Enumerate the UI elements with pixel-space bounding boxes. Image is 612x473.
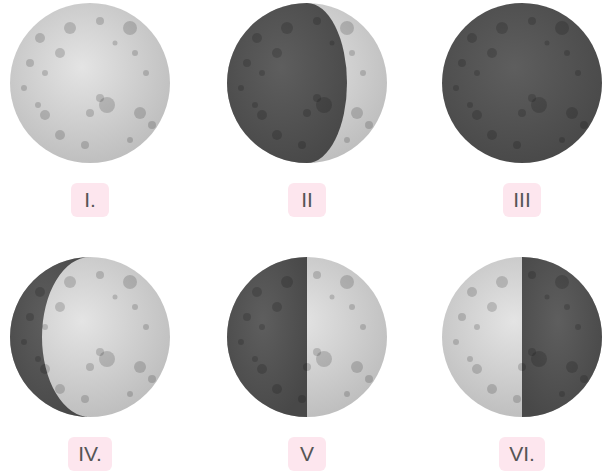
phase-numeral: V — [300, 441, 314, 467]
phase-numeral: IV. — [78, 441, 102, 467]
crescent-moon — [227, 3, 387, 163]
gibbous-moon — [10, 257, 170, 417]
phase-numeral: I. — [84, 187, 96, 213]
phase-numeral: VI. — [509, 441, 535, 467]
phase-numeral: III — [513, 187, 531, 213]
last-quarter-moon — [442, 257, 602, 417]
phase-label-box: I. — [71, 183, 109, 217]
phase-label-box: IV. — [68, 437, 112, 471]
first-quarter-moon — [227, 257, 387, 417]
phase-label-box: II — [288, 183, 326, 217]
phase-label-box: V — [288, 437, 326, 471]
full-moon — [10, 3, 170, 163]
new-moon — [442, 3, 602, 163]
phase-label-box: III — [503, 183, 541, 217]
phase-numeral: II — [301, 187, 313, 213]
phase-label-box: VI. — [499, 437, 545, 471]
